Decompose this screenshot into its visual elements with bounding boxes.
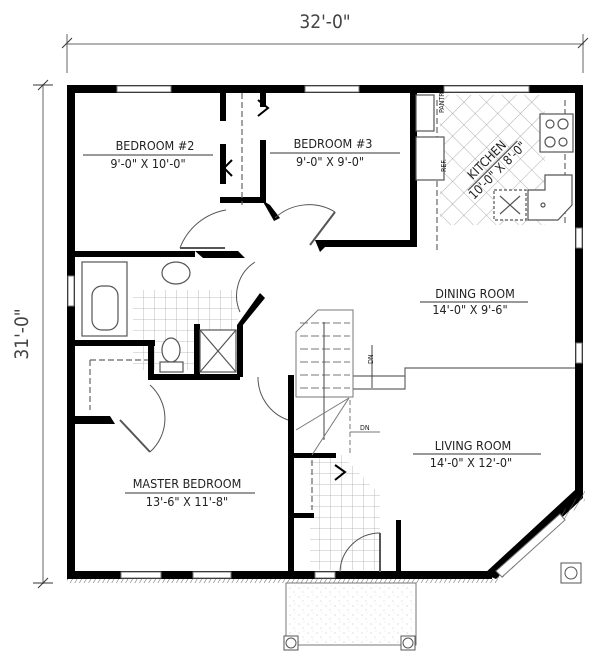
bath-fixtures	[81, 261, 237, 373]
stair-dn-label-2: DN	[360, 424, 370, 432]
doors[interactable]	[119, 99, 381, 573]
room-bedroom-2: BEDROOM #2 9'-0" X 10'-0"	[83, 138, 213, 171]
room-master-bedroom: MASTER BEDROOM 13'-6" X 11'-8"	[125, 476, 255, 509]
stove	[539, 113, 574, 153]
kitchen-sink	[527, 174, 573, 221]
svg-text:BEDROOM #2: BEDROOM #2	[116, 138, 195, 153]
refrigerator	[415, 136, 445, 181]
front-porch	[285, 582, 417, 646]
foundation-hatch	[67, 579, 497, 583]
bathtub-basin	[91, 285, 119, 331]
porch-columns	[283, 562, 582, 651]
svg-text:LIVING ROOM: LIVING ROOM	[435, 438, 512, 453]
pantry-label: PANTRY	[438, 89, 446, 113]
stair-dn-label-1: DN	[367, 354, 375, 364]
door-bath[interactable]	[236, 261, 256, 313]
svg-text:DINING ROOM: DINING ROOM	[435, 286, 515, 301]
svg-text:9'-0" X 10'-0": 9'-0" X 10'-0"	[110, 156, 185, 171]
staircase	[295, 309, 380, 456]
svg-text:13'-6" X 11'-8": 13'-6" X 11'-8"	[146, 494, 228, 509]
windows	[67, 85, 583, 579]
interior-walls	[75, 93, 417, 573]
door-bedroom-3[interactable]	[274, 204, 336, 219]
kitchen-fixtures	[415, 94, 574, 221]
door-hall[interactable]	[257, 376, 289, 421]
svg-text:BEDROOM #3: BEDROOM #3	[294, 136, 373, 151]
room-bedroom-3: BEDROOM #3 9'-0" X 9'-0"	[270, 136, 400, 169]
entry-tile	[310, 455, 380, 570]
door-bedroom-2[interactable]	[179, 209, 227, 249]
depth-dimension	[33, 79, 53, 589]
toilet	[161, 337, 181, 363]
width-dimension	[61, 34, 589, 73]
room-dining: DINING ROOM 14'-0" X 9'-6"	[420, 286, 528, 317]
overall-width-label: 32'-0"	[299, 11, 350, 33]
toilet-tank	[159, 361, 184, 373]
door-master[interactable]	[149, 384, 166, 453]
overall-depth-label: 31'-0"	[11, 308, 33, 359]
room-living: LIVING ROOM 14'-0" X 12'-0"	[413, 438, 541, 470]
svg-text:14'-0" X 12'-0": 14'-0" X 12'-0"	[430, 455, 512, 470]
pantry	[415, 94, 435, 132]
svg-text:14'-0" X 9'-6": 14'-0" X 9'-6"	[432, 302, 507, 317]
refrigerator-label: REF.	[440, 159, 448, 172]
sink	[161, 261, 191, 285]
svg-text:MASTER BEDROOM: MASTER BEDROOM	[133, 476, 242, 491]
door-front[interactable]	[339, 532, 381, 573]
svg-text:9'-0" X 9'-0": 9'-0" X 9'-0"	[296, 154, 364, 169]
